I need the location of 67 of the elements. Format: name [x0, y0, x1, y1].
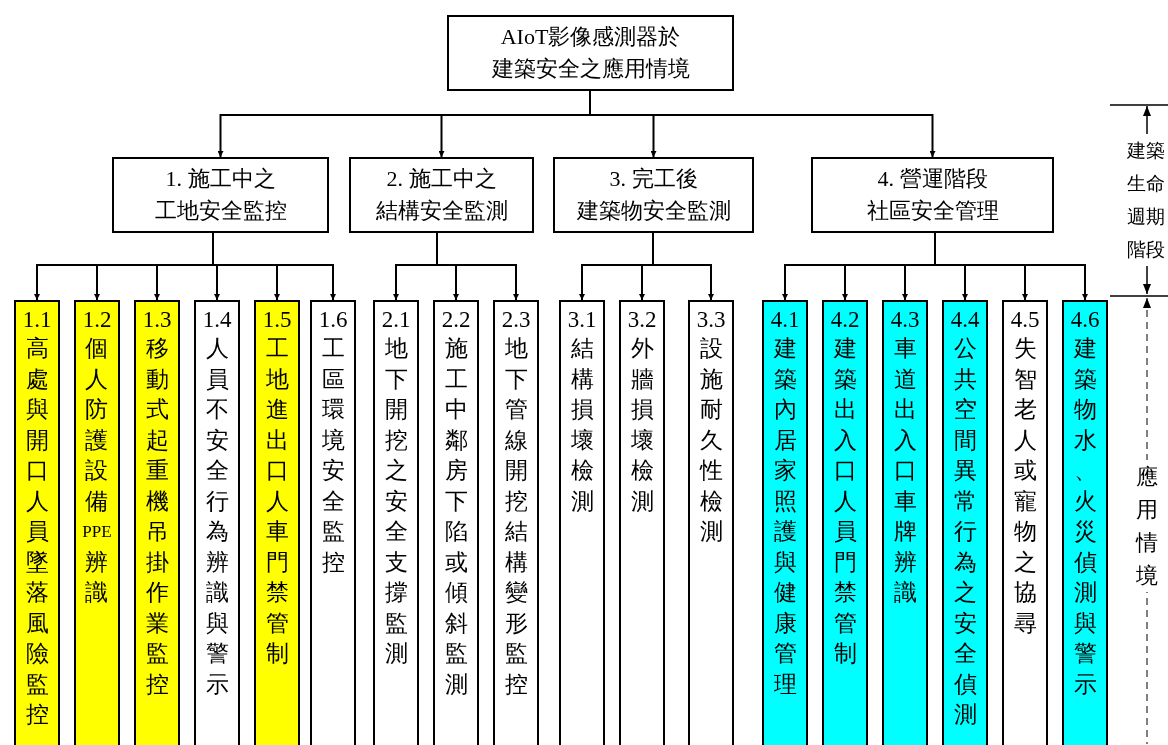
diagram-title-text: AIoT影像感測器於建築安全之應用情境 [491, 23, 690, 83]
scenario-box [254, 300, 300, 745]
scenario-number: 2.1 [381, 306, 411, 334]
scenario-text: 地下管線開挖結構變形監控 [504, 335, 528, 699]
scenario-text: 個人防護設備PPE辨識 [82, 335, 112, 607]
arrow [934, 232, 1088, 301]
scenario-number: 1.1 [22, 306, 52, 334]
scenario-box [14, 300, 60, 745]
scenario-number: 1.2 [82, 306, 112, 334]
scenario-box [134, 300, 180, 745]
scenario-text: 建築物水、火災偵測與警示 [1073, 335, 1097, 699]
scenario-box [762, 300, 808, 745]
scenario-box [74, 300, 120, 745]
category-box [349, 157, 534, 233]
category-box [811, 157, 1054, 233]
scenario-box [559, 300, 605, 745]
scenario-number: 1.6 [318, 306, 348, 334]
scenario-box [1002, 300, 1048, 745]
scenario-text: 施工中鄰房下陷或傾斜監測 [444, 335, 468, 699]
scenario-number: 3.1 [567, 306, 597, 334]
category-text: 4. 營運階段社區安全管理 [866, 165, 999, 225]
scenario-text: 失智老人或寵物之協尋 [1013, 335, 1037, 638]
category-text: 1. 施工中之工地安全監控 [154, 165, 287, 225]
scenario-number: 1.4 [202, 306, 232, 334]
scenario-box [194, 300, 240, 745]
scenario-text: 設施耐久性檢測 [699, 335, 723, 546]
scenario-text: 結構損壞檢測 [570, 335, 594, 516]
scenario-box [619, 300, 665, 745]
scenario-box [433, 300, 479, 745]
scenario-text: 工地進出口人車門禁管制 [265, 335, 289, 668]
scenario-box [493, 300, 539, 745]
category-text: 3. 完工後建築物安全監測 [576, 165, 731, 225]
scenario-number: 4.1 [770, 306, 800, 334]
scenario-number: 1.3 [142, 306, 172, 334]
dimension-label: 應用情境 [1136, 460, 1158, 592]
category-box [112, 157, 329, 233]
scenario-box [942, 300, 988, 745]
category-text: 2. 施工中之結構安全監測 [375, 165, 508, 225]
scenario-number: 3.2 [627, 306, 657, 334]
scenario-text: 外牆損壞檢測 [630, 335, 654, 516]
scenario-box [882, 300, 928, 745]
scenario-number: 4.2 [830, 306, 860, 334]
scenario-text: 公共空間異常行為之安全偵測 [953, 335, 977, 729]
scenario-number: 2.2 [441, 306, 471, 334]
scenario-number: 2.3 [501, 306, 531, 334]
scenario-text: 移動式起重機吊掛作業監控 [145, 335, 169, 699]
scenario-text: 工區環境安全監控 [321, 335, 345, 577]
dimension-label: 建築生命週期階段 [1125, 134, 1167, 266]
scenario-box [373, 300, 419, 745]
scenario-text: 地下開挖之安全支撐監測 [384, 335, 408, 668]
scenario-box [822, 300, 868, 745]
scenario-box [310, 300, 356, 745]
scenario-box [688, 300, 734, 745]
scenario-text: 建築出入口人員門禁管制 [833, 335, 857, 668]
scenario-text: 高處與開口人員墜落風險監控 [25, 335, 49, 729]
scenario-number: 4.3 [890, 306, 920, 334]
scenario-text: 建築內居家照護與健康管理 [773, 335, 797, 699]
scenario-box [1062, 300, 1108, 745]
root-box [447, 15, 734, 91]
scenario-number: 4.4 [950, 306, 980, 334]
scenario-number: 1.5 [262, 306, 292, 334]
category-box [553, 157, 754, 233]
scenario-text: 人員不安全行為辨識與警示 [205, 335, 229, 699]
scenario-number: 4.6 [1070, 306, 1100, 334]
scenario-number: 4.5 [1010, 306, 1040, 334]
scenario-text: 車道出入口車牌辨識 [893, 335, 917, 607]
scenario-number: 3.3 [696, 306, 726, 334]
